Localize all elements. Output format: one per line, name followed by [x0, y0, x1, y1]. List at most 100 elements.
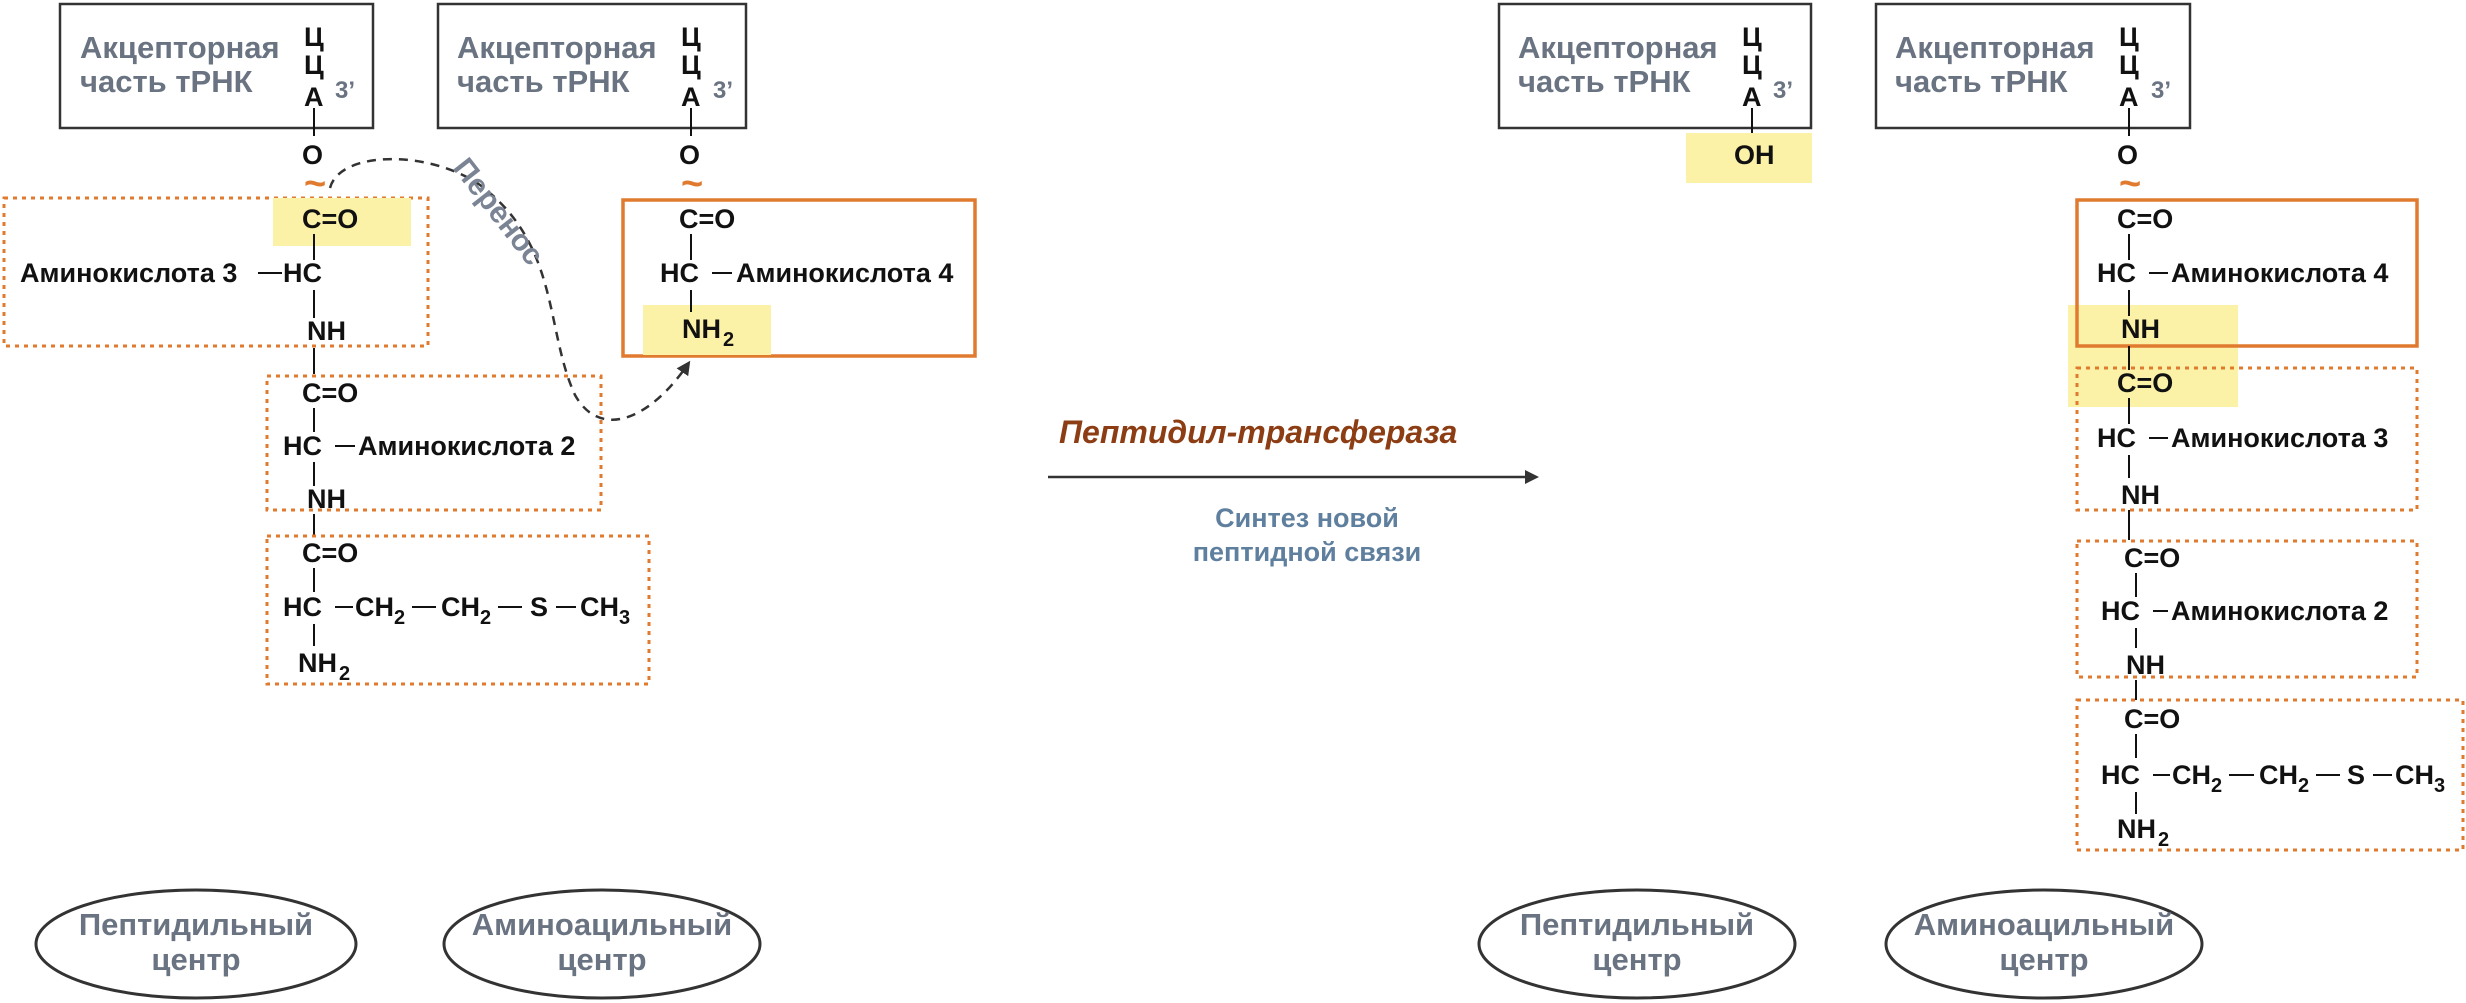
- peptidyl-center-right: Пептидильный центр: [1477, 888, 1797, 1000]
- ch2-met-product-2: CH: [2259, 760, 2298, 790]
- diagram-text: 2: [2158, 829, 2169, 851]
- diagram-text: А: [2119, 82, 2139, 112]
- diagram-text: Пептидильный: [79, 907, 313, 942]
- new-peptide-bond-highlight: [2068, 305, 2238, 407]
- diagram-text: Ц: [1742, 50, 1762, 80]
- hc-aa4: HC: [660, 258, 699, 288]
- methionine-box: [265, 534, 651, 686]
- amino-acid-4-box: [621, 198, 977, 358]
- oxygen-loaded: O: [2117, 140, 2138, 170]
- diagram-text: центр: [151, 942, 240, 977]
- carbonyl-aa2-product: C=O: [2124, 543, 2180, 573]
- diagram-text: Ц: [304, 22, 324, 52]
- diagram-text: 2: [339, 663, 350, 685]
- trna-acceptor-free: Акцепторная часть тРНК Ц Ц А 3’: [1497, 2, 1813, 136]
- diagram-text: Пептидильный: [1520, 907, 1754, 942]
- hc-aa2-product: HC: [2101, 596, 2140, 626]
- diagram-text: 2: [2211, 775, 2222, 797]
- enzyme-label: Пептидил-трансфераза: [1059, 414, 1457, 450]
- aa3-label: Аминокислота 3: [20, 258, 237, 288]
- aminoacyl-center-left: Аминоацильный центр: [442, 888, 762, 1000]
- amine-highlight: [643, 305, 771, 355]
- hc-aa4-product: HC: [2097, 258, 2136, 288]
- diagram-text: Ц: [2119, 22, 2139, 52]
- aa2-label: Аминокислота 2: [358, 431, 575, 461]
- oxygen-peptidyl: O: [302, 140, 323, 170]
- carbonyl-aa4-product: C=O: [2117, 204, 2173, 234]
- carbonyl-met: C=O: [302, 538, 358, 568]
- carbonyl-aa3-product: C=O: [2117, 368, 2173, 398]
- ch3-met: CH: [580, 592, 619, 622]
- diagram-text: 3: [619, 607, 630, 629]
- methionine-box-product: [2075, 698, 2465, 852]
- carbonyl-met-product: C=O: [2124, 704, 2180, 734]
- ch3-met-product: CH: [2395, 760, 2434, 790]
- nh-aa2-product: NH: [2126, 650, 2165, 680]
- diagram-text: Ц: [1742, 22, 1762, 52]
- ester-bond-aminoacyl: ~: [681, 163, 703, 205]
- diagram-text: 2: [394, 607, 405, 629]
- diagram-text: часть тРНК: [1895, 64, 2068, 99]
- reaction-description-line2: пептидной связи: [1193, 537, 1422, 567]
- diagram-text: центр: [1592, 942, 1681, 977]
- diagram-text: 2: [480, 607, 491, 629]
- diagram-text: 3’: [1773, 77, 1793, 104]
- diagram-text: Ц: [681, 50, 701, 80]
- amino-acid-3-box-product: [2075, 366, 2419, 512]
- ester-bond-peptidyl: ~: [304, 163, 326, 205]
- diagram-text: часть тРНК: [80, 64, 253, 99]
- trna-acceptor-loaded: Акцепторная часть тРНК Ц Ц А 3’: [1874, 2, 2192, 136]
- amino-acid-3-box: [2, 196, 430, 348]
- reaction-description-line1: Синтез новой: [1215, 503, 1399, 533]
- aa4-label-product: Аминокислота 4: [2171, 258, 2388, 288]
- diagram-text: 2: [2298, 775, 2309, 797]
- amino-acid-2-box-product: [2075, 539, 2419, 679]
- ch2-met-2: CH: [441, 592, 480, 622]
- oxygen-aminoacyl: O: [679, 140, 700, 170]
- nh-aa3-product: NH: [2121, 480, 2160, 510]
- nh2-met: NH: [298, 648, 337, 678]
- diagram-text: Акцепторная: [457, 30, 657, 65]
- nh-aa2: NH: [307, 484, 346, 514]
- hc-aa3: HC: [283, 258, 322, 288]
- nh2-aa4: NH: [682, 314, 721, 344]
- carbonyl-highlight: [273, 198, 411, 246]
- nh-aa4-product: NH: [2121, 314, 2160, 344]
- diagram-text: 3: [2434, 775, 2445, 797]
- diagram-text: часть тРНК: [457, 64, 630, 99]
- diagram-text: Акцепторная: [80, 30, 280, 65]
- nh-aa3: NH: [307, 316, 346, 346]
- amino-acid-4-box-product: [2075, 198, 2419, 348]
- trna-acceptor-aminoacyl: Акцепторная часть тРНК Ц Ц А 3’: [436, 2, 748, 136]
- diagram-text: 3’: [713, 77, 733, 104]
- sulfur-met-product: S: [2347, 760, 2365, 790]
- diagram-text: Акцепторная: [1895, 30, 2095, 65]
- diagram-text: 3’: [335, 77, 355, 104]
- aa3-label-product: Аминокислота 3: [2171, 423, 2388, 453]
- aminoacyl-center-right: Аминоацильный центр: [1884, 888, 2204, 1000]
- ester-bond-loaded: ~: [2119, 163, 2141, 205]
- diagram-text: часть тРНК: [1518, 64, 1691, 99]
- transfer-arrow: [328, 157, 691, 421]
- diagram-text: Ц: [304, 50, 324, 80]
- nh2-met-product: NH: [2117, 814, 2156, 844]
- diagram-text: Аминоацильный: [1914, 907, 2174, 942]
- diagram-text: А: [681, 82, 701, 112]
- ch2-met-1: CH: [355, 592, 394, 622]
- hc-aa3-product: HC: [2097, 423, 2136, 453]
- hc-met-product: HC: [2101, 760, 2140, 790]
- sulfur-met: S: [530, 592, 548, 622]
- free-hydroxyl: OH: [1734, 140, 1775, 170]
- diagram-text: 3’: [2151, 77, 2171, 104]
- ch2-met-product-1: CH: [2172, 760, 2211, 790]
- diagram-text: 2: [723, 329, 734, 351]
- diagram-text: Ц: [2119, 50, 2139, 80]
- diagram-text: А: [304, 82, 324, 112]
- peptidyl-center-left: Пептидильный центр: [34, 888, 358, 1000]
- diagram-text: Аминоацильный: [472, 907, 732, 942]
- transfer-label: Перенос: [446, 152, 550, 272]
- diagram-text: А: [1742, 82, 1762, 112]
- diagram-text: центр: [1999, 942, 2088, 977]
- diagram-text: центр: [557, 942, 646, 977]
